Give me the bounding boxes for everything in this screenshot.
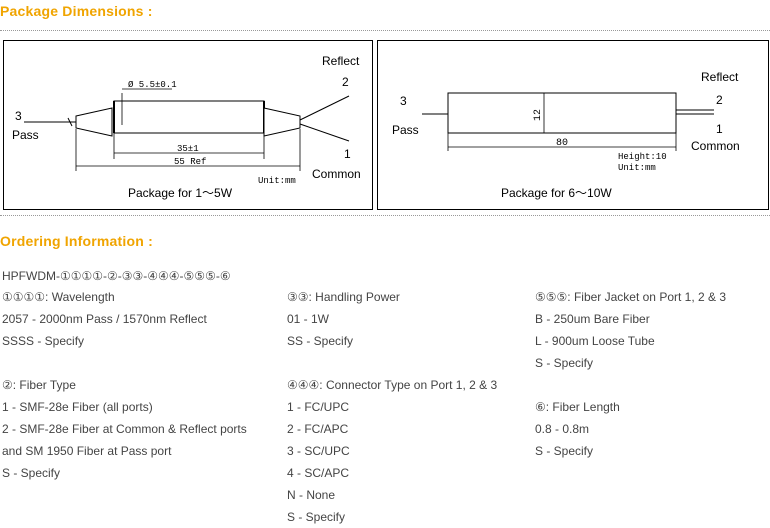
order-spacer	[2, 352, 247, 374]
order-line: 4 - SC/APC	[287, 466, 350, 480]
divider-top	[0, 30, 770, 31]
len2-label: 55 Ref	[174, 157, 206, 167]
order-line: N - None	[287, 488, 336, 502]
fiber-break	[67, 117, 73, 127]
order-line: ①①①①: Wavelength	[2, 290, 115, 304]
order-line: SSSS - Specify	[2, 334, 85, 348]
order-line: 0.8 - 0.8m	[535, 422, 590, 436]
common-fiber	[299, 123, 350, 142]
order-line: 01 - 1W	[287, 312, 330, 326]
package-small-diagram: Ø 5.5±0.1 35±1 55 Ref Unit:mm 3 Pass Ref…	[3, 40, 373, 210]
ordering-col-2: ③③: Handling Power 01 - 1W SS - Specify …	[287, 286, 497, 528]
len1-label: 35±1	[177, 144, 199, 154]
order-line: B - 250um Bare Fiber	[535, 312, 650, 326]
package-small-caption: Package for 1～5W	[128, 186, 233, 200]
box-body	[447, 92, 677, 134]
order-line: S - Specify	[535, 356, 594, 370]
pass-port-number: 3	[15, 109, 22, 123]
ordering-info-heading: Ordering Information :	[0, 233, 153, 249]
order-line: S - Specify	[535, 444, 594, 458]
order-line: 2 - SMF-28e Fiber at Common & Reflect po…	[2, 422, 247, 436]
order-spacer	[287, 352, 497, 374]
package-dimensions-heading: Package Dimensions :	[0, 3, 153, 19]
reflect-port-label: Reflect	[701, 70, 739, 84]
package-large-caption: Package for 6～10W	[501, 186, 612, 200]
common-port-label: Common	[312, 167, 361, 181]
divider-middle	[0, 215, 770, 216]
order-line: L - 900um Loose Tube	[535, 334, 655, 348]
order-line: 2 - FC/APC	[287, 422, 349, 436]
ordering-col-1: ①①①①: Wavelength 2057 - 2000nm Pass / 15…	[2, 286, 247, 484]
reflect-port-label: Reflect	[322, 54, 360, 68]
order-spacer	[535, 374, 726, 396]
pass-port-number: 3	[400, 94, 407, 108]
right-boot	[263, 107, 301, 137]
dia-label: Ø 5.5±0.1	[128, 80, 177, 90]
order-line: 2057 - 2000nm Pass / 1570nm Reflect	[2, 312, 207, 326]
package-large-drawing: 12 80 Height:10 Unit:mm 3 Pass Reflect 2…	[392, 70, 740, 200]
order-line: and SM 1950 Fiber at Pass port	[2, 444, 172, 458]
ordering-col-3: ⑤⑤⑤: Fiber Jacket on Port 1, 2 & 3 B - 2…	[535, 286, 726, 462]
package-large-diagram: 12 80 Height:10 Unit:mm 3 Pass Reflect 2…	[377, 40, 769, 210]
order-line: ②: Fiber Type	[2, 378, 76, 392]
order-line: ⑥: Fiber Length	[535, 400, 620, 414]
height-dim-label: 12	[533, 109, 544, 121]
order-line: 1 - FC/UPC	[287, 400, 350, 414]
common-port-label: Common	[691, 139, 740, 153]
unit-label: Unit:mm	[618, 163, 656, 173]
pass-port-label: Pass	[12, 128, 39, 142]
common-port-number: 1	[344, 147, 351, 161]
order-line: S - Specify	[287, 510, 346, 524]
reflect-port-number: 2	[716, 93, 723, 107]
order-line: ④④④: Connector Type on Port 1, 2 & 3	[287, 378, 498, 392]
order-line: ⑤⑤⑤: Fiber Jacket on Port 1, 2 & 3	[535, 290, 727, 304]
height-note: Height:10	[618, 152, 667, 162]
left-boot	[75, 107, 113, 137]
length-label: 80	[556, 138, 568, 149]
part-number-code: HPFWDM-①①①①-②-③③-④④④-⑤⑤⑤-⑥	[2, 269, 231, 283]
unit-label: Unit:mm	[258, 176, 296, 186]
tube-body	[113, 100, 265, 134]
common-port-number: 1	[716, 122, 723, 136]
order-line: SS - Specify	[287, 334, 354, 348]
pass-port-label: Pass	[392, 123, 419, 137]
order-line: ③③: Handling Power	[287, 290, 400, 304]
order-line: 3 - SC/UPC	[287, 444, 350, 458]
order-line: 1 - SMF-28e Fiber (all ports)	[2, 400, 153, 414]
reflect-port-number: 2	[342, 75, 349, 89]
order-line: S - Specify	[2, 466, 61, 480]
reflect-fiber	[299, 95, 350, 121]
package-small-drawing: Ø 5.5±0.1 35±1 55 Ref Unit:mm 3 Pass Ref…	[12, 54, 361, 200]
